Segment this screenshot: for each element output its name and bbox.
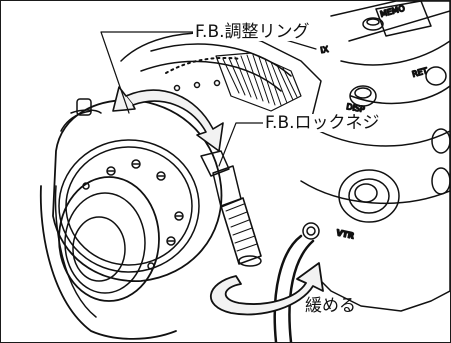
mark-disp: DISP	[346, 102, 366, 114]
mark-vtr: VTR	[336, 228, 355, 241]
camera-body	[273, 1, 450, 342]
disp-button	[349, 85, 377, 107]
ring-rotation-arrow	[112, 86, 224, 152]
ret-button	[425, 66, 447, 86]
mark-ix: IX	[320, 45, 330, 55]
fb-lock-screw	[200, 150, 262, 267]
memo-button	[362, 17, 384, 31]
mount-screws	[82, 159, 184, 270]
loosen-label: 緩める	[305, 296, 356, 316]
fb-ring-label: F.B.調整リング	[193, 22, 312, 42]
fb-ring-body	[120, 32, 322, 122]
vtr-button	[338, 169, 400, 223]
fb-lock-screw-label: F.B.ロックネジ	[263, 113, 382, 133]
lens-mount	[39, 98, 223, 340]
mark-memo: MEMO	[379, 4, 406, 19]
mount-pin	[76, 98, 92, 116]
loosen-arrow	[210, 262, 324, 316]
